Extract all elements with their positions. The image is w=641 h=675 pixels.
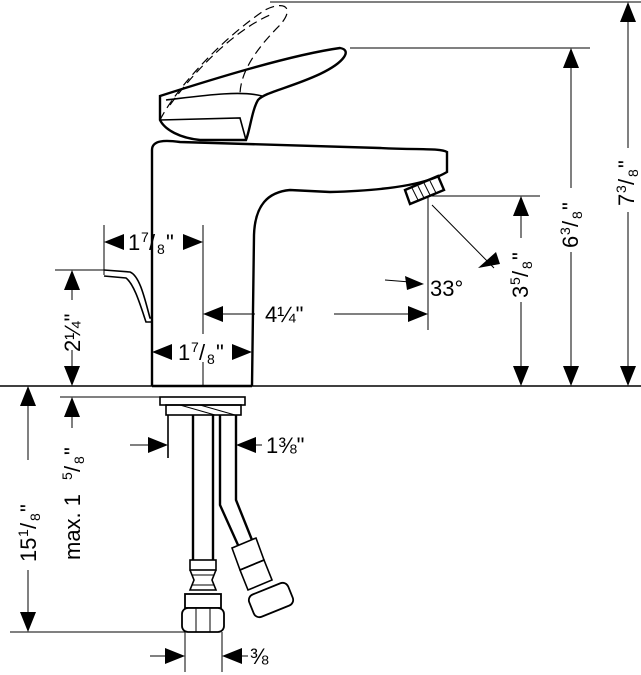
handle-top-den: 8 [569, 211, 585, 219]
svg-text:/: / [614, 178, 639, 185]
dim-overall-height: 7 3 / 8 " [270, 1, 641, 386]
dim-base-diameter: 1 7 / 8 " [152, 334, 252, 367]
dim-hose-length: 15 1 / 8 " [10, 386, 190, 633]
max-deck-den: 8 [71, 456, 87, 464]
svg-text:/: / [199, 340, 206, 365]
svg-text:/: / [508, 270, 533, 277]
max-deck-unit: " [60, 447, 85, 455]
base-diameter-den: 8 [207, 351, 215, 367]
spout-outlet-whole: 3 [508, 286, 533, 298]
spout-reach-label: 4¼" [265, 302, 303, 327]
max-deck-whole: 1 [60, 494, 85, 506]
dim-max-deck-thickness: max. 1 5 / 8 " [59, 397, 87, 560]
dim-lever-offset: 1 7 / 8 " [103, 225, 204, 300]
max-deck-prefix: max. [60, 506, 85, 560]
dim-spout-outlet-height: 3 5 / 8 " [428, 195, 540, 386]
max-deck-num: 5 [59, 472, 75, 480]
supply-hose-bent [218, 415, 295, 619]
spray-angle-label: 33° [430, 276, 463, 301]
handle-top-whole: 6 [558, 236, 583, 248]
lever-open-position [159, 5, 288, 121]
mounting-base [159, 396, 246, 416]
lever-offset-num: 7 [141, 229, 149, 245]
spout-outlet-unit: " [508, 252, 533, 260]
popup-rod [103, 269, 152, 323]
dim-spray-angle: 33° [384, 196, 500, 330]
svg-text:/: / [149, 230, 156, 255]
svg-text:/: / [60, 465, 85, 472]
aerator [403, 174, 446, 206]
overall-height-whole: 7 [614, 194, 639, 206]
shank-diameter-label: 1⅜" [266, 433, 304, 458]
dim-handle-top-height: 6 3 / 8 " [350, 47, 590, 386]
hose-length-num: 1 [15, 529, 31, 537]
base-diameter-num: 7 [191, 339, 199, 355]
dim-shank-diameter: 1⅜" [130, 433, 304, 458]
hose-connection-label: ⅜ [250, 644, 269, 669]
hose-length-den: 8 [27, 513, 43, 521]
overall-height-den: 8 [625, 169, 641, 177]
hose-length-unit: " [16, 504, 41, 512]
supply-hose-straight [181, 415, 225, 633]
overall-height-unit: " [614, 160, 639, 168]
faucet-body [150, 139, 449, 388]
lever-offset-unit: " [166, 230, 174, 255]
lever-height-label: 2¼" [60, 314, 85, 352]
handle-top-unit: " [558, 202, 583, 210]
handle-top-num: 3 [557, 227, 573, 235]
dim-spout-reach: 4¼" [202, 300, 428, 386]
spout-outlet-den: 8 [519, 261, 535, 269]
spout-outlet-num: 5 [507, 277, 523, 285]
max-deck-label: max. 1 [60, 494, 85, 560]
lever-offset-den: 8 [157, 241, 165, 257]
dim-hose-connection: ⅜ [150, 632, 269, 672]
lever-offset-whole: 1 [128, 230, 140, 255]
dim-lever-height: 2¼" [55, 269, 104, 386]
hose-length-whole: 15 [16, 538, 41, 562]
svg-text:/: / [558, 220, 583, 227]
lever-handle [158, 46, 347, 142]
svg-text:/: / [16, 522, 41, 529]
base-diameter-unit: " [216, 340, 224, 365]
base-diameter-whole: 1 [178, 340, 190, 365]
overall-height-num: 3 [613, 185, 629, 193]
